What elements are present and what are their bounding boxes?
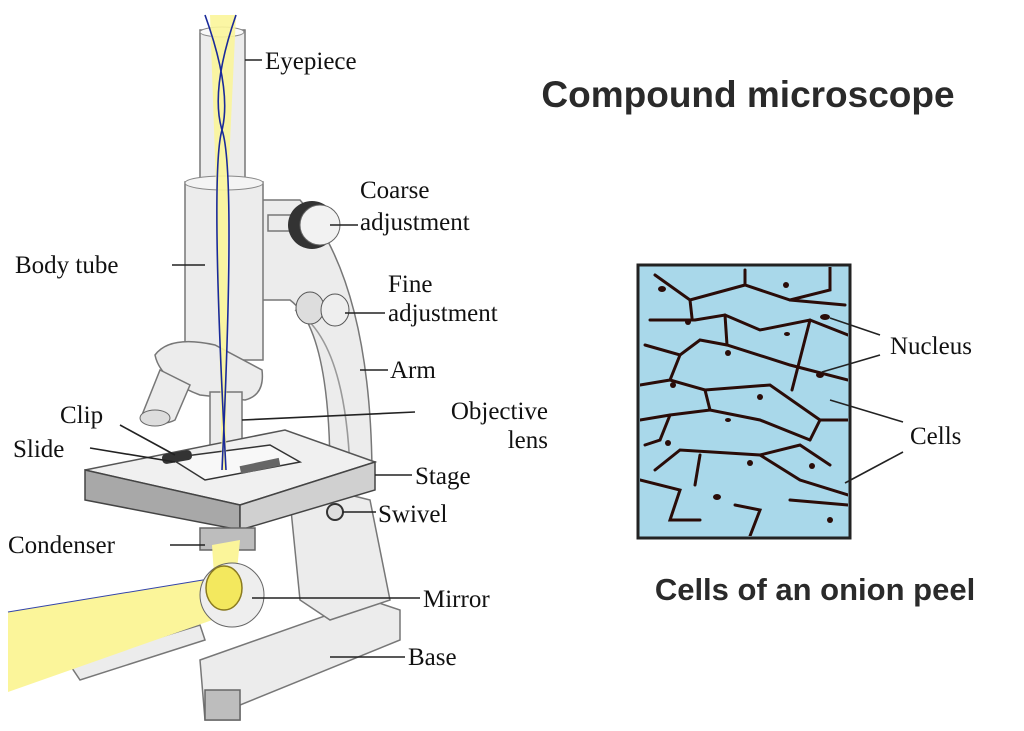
label-condenser: Condenser xyxy=(8,532,116,559)
label-slide: Slide xyxy=(13,436,64,463)
label-objective-lens-1: Objective xyxy=(451,398,548,425)
leader-lines xyxy=(89,59,420,658)
onion-cells-panel: Nucleus Cells xyxy=(636,263,972,540)
label-swivel: Swivel xyxy=(378,501,448,528)
label-coarse-adjustment-1: Coarse xyxy=(360,177,429,204)
light-ray-2 xyxy=(217,14,237,471)
label-arm: Arm xyxy=(390,357,436,384)
label-coarse-adjustment-2: adjustment xyxy=(360,209,470,236)
label-base: Base xyxy=(408,644,457,671)
label-clip: Clip xyxy=(60,402,103,429)
subtitle: Cells of an onion peel xyxy=(655,572,975,607)
label-fine-adjustment-2: adjustment xyxy=(388,300,498,327)
fine-adjustment-knob xyxy=(320,293,350,327)
microscope-illustration xyxy=(7,14,401,721)
label-objective-lens-2: lens xyxy=(508,427,548,454)
title: Compound microscope xyxy=(541,74,954,115)
microscope-labels: Eyepiece Coarse adjustment Body tube Fin… xyxy=(8,48,548,671)
label-nucleus: Nucleus xyxy=(890,333,972,360)
nuclei xyxy=(658,282,833,523)
slide xyxy=(167,444,303,481)
label-eyepiece: Eyepiece xyxy=(265,48,357,75)
label-body-tube: Body tube xyxy=(15,252,118,279)
incoming-light-beam xyxy=(8,578,235,692)
label-mirror: Mirror xyxy=(423,586,490,613)
label-cells: Cells xyxy=(910,423,961,450)
label-stage: Stage xyxy=(415,463,471,490)
swivel xyxy=(326,503,344,521)
mirror xyxy=(205,565,243,611)
label-fine-adjustment-1: Fine xyxy=(388,271,432,298)
light-path xyxy=(210,15,236,470)
